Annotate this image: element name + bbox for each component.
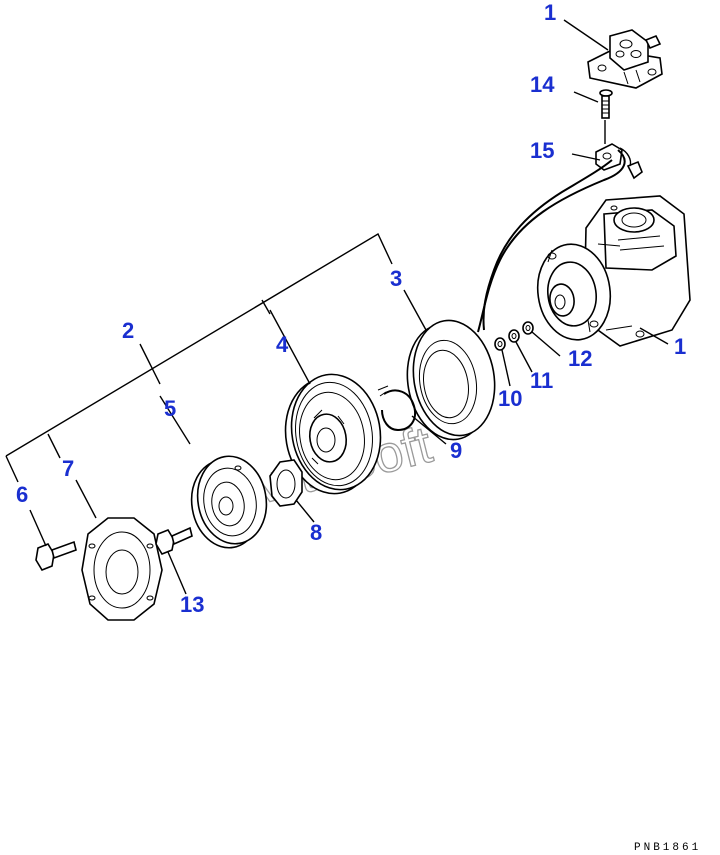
callout-10: 10 — [498, 386, 522, 411]
part-12-shim — [522, 321, 534, 335]
part-9-snap-ring — [377, 385, 416, 432]
callout-1-compressor: 1 — [674, 334, 686, 359]
part-4-rotor-pulley — [284, 373, 382, 495]
part-6-bolt — [35, 540, 77, 571]
part-15-bracket-and-harness — [477, 120, 643, 333]
callout-12: 12 — [568, 346, 592, 371]
part-3-stator-coil — [406, 319, 496, 441]
callout-5: 5 — [164, 396, 176, 421]
callout-7: 7 — [62, 456, 74, 481]
callout-15: 15 — [530, 138, 554, 163]
callout-14: 14 — [530, 72, 555, 97]
drawing-code: PNB1861 — [634, 842, 701, 854]
part-5-pressure-plate — [190, 455, 268, 549]
callout-13: 13 — [180, 592, 204, 617]
callout-6: 6 — [16, 482, 28, 507]
part-8-shim-ring — [269, 459, 303, 507]
part-7-cover-plate — [81, 517, 163, 621]
part-13-bolt — [155, 526, 193, 555]
part-1-valve-block — [587, 29, 663, 89]
callout-1-valve: 1 — [544, 0, 556, 25]
callout-3: 3 — [390, 266, 402, 291]
callout-2: 2 — [122, 318, 134, 343]
callout-4: 4 — [276, 332, 289, 357]
callout-11: 11 — [530, 368, 553, 393]
assembly-bracket-lines — [5, 233, 393, 483]
part-11-shim — [508, 329, 520, 343]
part-14-bolt — [599, 89, 613, 119]
part-1-compressor — [536, 195, 691, 347]
part-10-shim — [494, 337, 506, 351]
callout-8: 8 — [310, 520, 322, 545]
callout-9: 9 — [450, 438, 462, 463]
